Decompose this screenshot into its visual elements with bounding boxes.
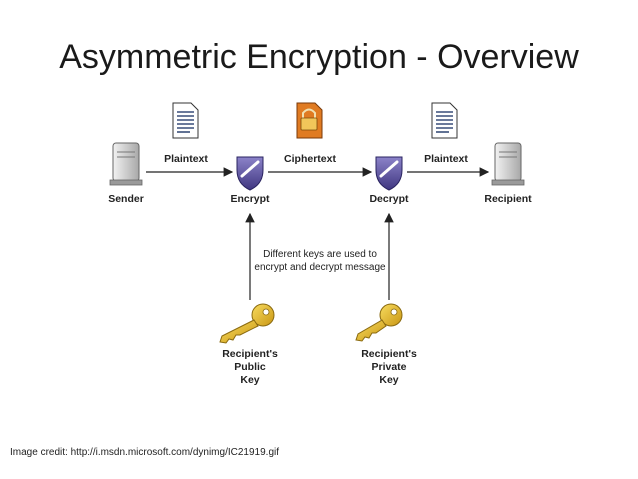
public-key-label-line-2: Public [234,361,266,373]
decrypt-shield-icon [375,156,403,191]
private-key-label-line-2: Private [371,361,406,373]
public-key-icon [219,303,275,344]
sender-server-icon [109,142,143,186]
image-credit: Image credit: http://i.msdn.microsoft.co… [10,447,279,458]
recipient-server-icon [491,142,525,186]
encrypt-shield-icon [236,156,264,191]
keys-note-line-2: encrypt and decrypt message [254,262,386,273]
slide-title: Asymmetric Encryption - Overview [59,38,579,76]
private-key-label-line-1: Recipient's [361,348,417,360]
private-key-label-line-3: Key [379,374,398,386]
ciphertext-label: Ciphertext [284,153,336,165]
sender-label: Sender [108,193,144,205]
private-key-icon [355,303,403,342]
ciphertext-locked-document-icon [296,102,323,139]
public-key-label-line-1: Recipient's [222,348,278,360]
plaintext-out-document-icon [431,102,458,139]
encrypt-label: Encrypt [230,193,270,205]
plaintext-out-label: Plaintext [424,153,468,165]
keys-note-line-1: Different keys are used to [263,249,377,260]
decrypt-label: Decrypt [369,193,409,205]
recipient-label: Recipient [484,193,532,205]
plaintext-in-label: Plaintext [164,153,208,165]
plaintext-document-icon [172,102,199,139]
public-key-label-line-3: Key [240,374,259,386]
